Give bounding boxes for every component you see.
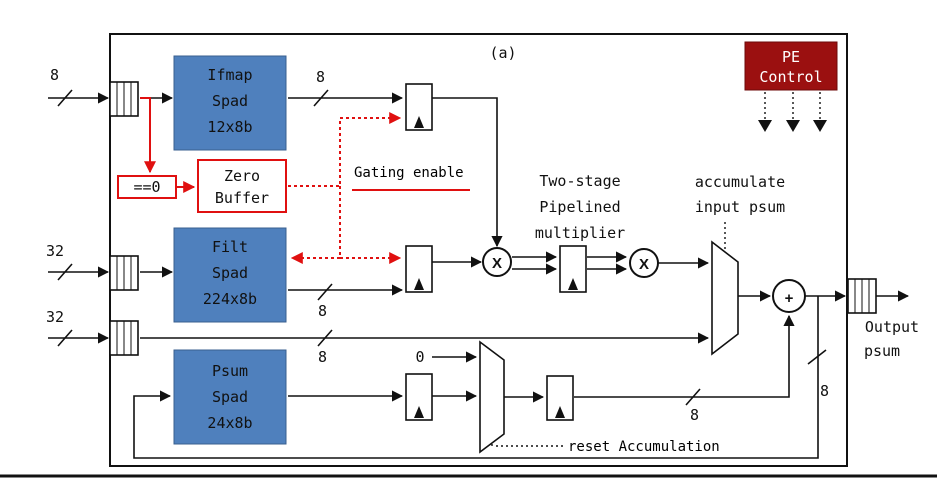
multiplier-stage-2-symbol: X (639, 256, 649, 273)
psum-spad-block (173, 349, 287, 445)
two-stage-label-1: Two-stage (539, 172, 620, 190)
zero-detect-wire (140, 97, 156, 174)
zero-input-label: 0 (415, 348, 424, 366)
reset-signal (491, 442, 566, 447)
filt-out-width: 8 (318, 302, 327, 320)
gating-to-ifmap-reg (288, 112, 402, 187)
figure-label: (a) (489, 44, 516, 62)
pe-control-label-1: PE (782, 48, 800, 66)
ifmap-out-width: 8 (316, 68, 325, 86)
accumulate-label-2: input psum (695, 198, 785, 216)
psum-register-2 (546, 375, 574, 421)
accumulate-mux (711, 240, 739, 356)
two-stage-label-2: Pipelined (539, 198, 620, 216)
adder-symbol: + (785, 290, 794, 307)
output-label-2: psum (864, 342, 900, 360)
ifmap-spad-block (173, 55, 287, 151)
psum-input-fifo (109, 320, 139, 356)
gating-to-filt-reg (339, 186, 402, 264)
ifmap-spad-label-3: 12x8b (207, 118, 252, 136)
psum-input-width: 32 (46, 308, 64, 326)
pe-control-signals (758, 92, 827, 132)
multiplier-stage-1-symbol: X (492, 255, 502, 272)
output-fifo (847, 278, 877, 314)
accumulate-label-1: accumulate (695, 173, 785, 191)
pe-control-block (744, 41, 838, 91)
zero-buffer-label-1: Zero (224, 167, 260, 185)
feedback-width: 8 (820, 382, 829, 400)
psum-feedback-wire (133, 296, 819, 459)
reset-label: reset Accumulation (568, 439, 720, 455)
ifmap-register (405, 83, 433, 131)
zero-buffer-block (197, 159, 287, 213)
filt-input-width: 32 (46, 242, 64, 260)
ifmap-input-width: 8 (50, 66, 59, 84)
two-stage-label-3: multiplier (535, 224, 625, 242)
filt-spad-label-3: 224x8b (203, 290, 257, 308)
reset-mux (479, 340, 505, 454)
acc-to-add-width: 8 (690, 406, 699, 424)
psum-bus-width: 8 (318, 348, 327, 366)
multiplier-stage-1 (482, 247, 512, 277)
zero-buffer-label-2: Buffer (215, 189, 269, 207)
output-label-1: Output (865, 318, 919, 336)
filt-register (405, 245, 433, 293)
ifmap-spad-label-1: Ifmap (207, 66, 252, 84)
ifmap-input-fifo (109, 81, 139, 117)
filt-spad-label-2: Spad (212, 264, 248, 282)
filt-input-fifo (109, 255, 139, 291)
gating-enable-label: Gating enable (354, 165, 464, 181)
psum-register-1 (405, 373, 433, 421)
zero-compare-label: ==0 (133, 178, 160, 196)
ifmap-spad-label-2: Spad (212, 92, 248, 110)
pe-control-label-2: Control (759, 68, 822, 86)
psum-spad-label-1: Psum (212, 362, 248, 380)
pipeline-register (559, 245, 587, 293)
pe-boundary (109, 33, 848, 467)
psum-spad-label-2: Spad (212, 388, 248, 406)
filt-spad-block (173, 227, 287, 323)
filt-spad-label-1: Filt (212, 238, 248, 256)
psum-spad-label-3: 24x8b (207, 414, 252, 432)
